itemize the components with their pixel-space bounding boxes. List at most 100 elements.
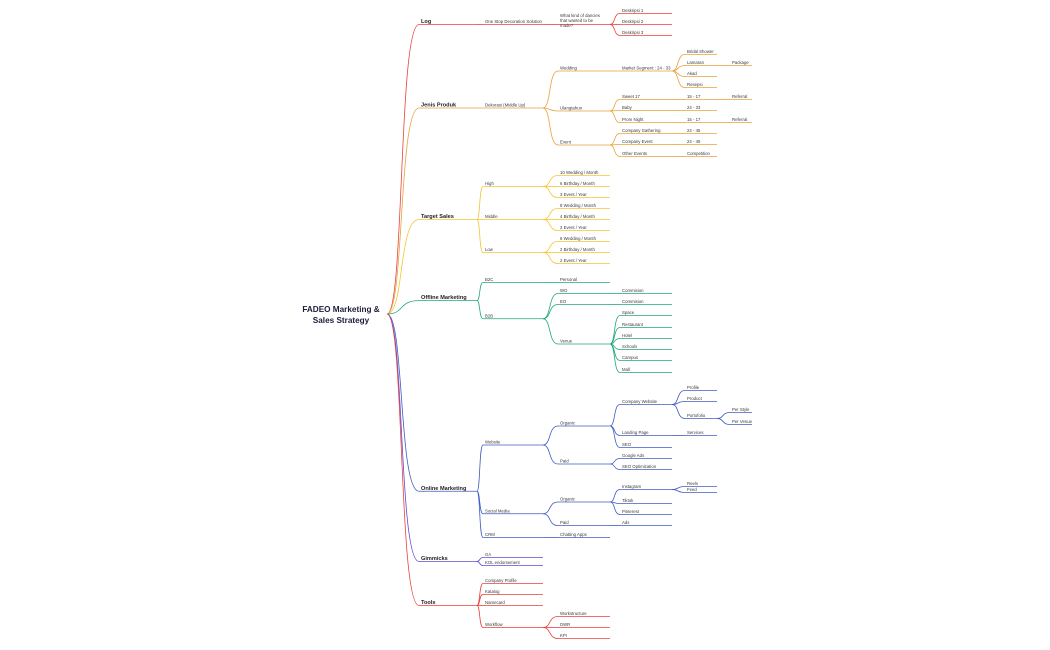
node-ulangtahun[interactable]: Ulangtahun — [560, 106, 583, 111]
node-3-event-year[interactable]: 3 Event / Year — [560, 192, 587, 197]
node-resepsi[interactable]: Resepsi — [687, 82, 703, 87]
node-katalog[interactable]: Katalog — [485, 589, 500, 594]
node-24-33[interactable]: 24 - 33 — [687, 105, 701, 110]
node-dekorasi-middle-up[interactable]: Dekorasi (Middle Up) — [485, 103, 526, 108]
node-instagram[interactable]: Instagram — [622, 484, 642, 489]
branch-log-label[interactable]: Log — [421, 19, 432, 25]
node-6-birthday-month[interactable]: 6 Birthday / Month — [560, 181, 595, 186]
node-schools[interactable]: Schools — [622, 344, 637, 349]
node-mall[interactable]: Mall — [622, 367, 630, 372]
node-competition[interactable]: Competition — [687, 151, 711, 156]
branch-jenis-produk-label[interactable]: Jenis Produk — [421, 103, 457, 109]
node-profile[interactable]: Profile — [687, 385, 700, 390]
node-2-event-year[interactable]: 2 Event / Year — [560, 258, 587, 263]
branch-online-marketing-label[interactable]: Online Marketing — [421, 486, 467, 492]
node-google-ads[interactable]: Google Ads — [622, 453, 644, 458]
node-what-kind-of-dancies-that-wanted-to-be-made-line-3[interactable]: made? — [560, 23, 574, 28]
node-product[interactable]: Product — [687, 396, 703, 401]
node-prom-night[interactable]: Prom Night — [622, 117, 644, 122]
node-commision[interactable]: Commision — [622, 299, 644, 304]
node-personal[interactable]: Personal — [560, 277, 577, 282]
node-company-gathering[interactable]: Company Gathering — [622, 128, 661, 133]
node-restaurant[interactable]: Restaurant — [622, 322, 644, 327]
node-landing-page[interactable]: Landing Page — [622, 430, 649, 435]
node-b2b[interactable]: B2B — [485, 313, 493, 318]
node-hotel[interactable]: Hotel — [622, 333, 632, 338]
node-seo-optimization[interactable]: SEO Optimization — [622, 464, 657, 469]
node-6-wedding-month[interactable]: 6 Wedding / Month — [560, 236, 597, 241]
node-deskripsi-1[interactable]: Deskripsi 1 — [622, 8, 644, 13]
node-4-birthday-month[interactable]: 4 Birthday / Month — [560, 214, 595, 219]
branch-offline-marketing-label[interactable]: Offline Marketing — [421, 295, 467, 301]
node-2-event-year[interactable]: 2 Event / Year — [560, 225, 587, 230]
node-services[interactable]: Services — [687, 430, 703, 435]
node-wo[interactable]: WO — [560, 288, 568, 293]
node-organic[interactable]: Organic — [560, 497, 576, 502]
node-15-17[interactable]: 15 - 17 — [687, 117, 701, 122]
node-organic[interactable]: Organic — [560, 421, 576, 426]
node-workflow[interactable]: Workflow — [485, 622, 503, 627]
node-high[interactable]: High — [485, 181, 494, 186]
node-chatting-apps[interactable]: Chatting Apps — [560, 532, 587, 537]
node-market-segment-24-33[interactable]: Market Segment : 24 - 33 — [622, 66, 671, 71]
node-24-45[interactable]: 24 - 45 — [687, 139, 701, 144]
branch-gimmicks-label[interactable]: Gimmicks — [421, 556, 448, 562]
node-referral[interactable]: Referral — [732, 94, 747, 99]
node-middle[interactable]: Middle — [485, 214, 498, 219]
node-campus[interactable]: Campus — [622, 355, 638, 360]
node-paid[interactable]: Paid — [560, 459, 569, 464]
node-package[interactable]: Package — [732, 60, 749, 65]
node-lamaran[interactable]: Lamaran — [687, 60, 705, 65]
node-deskripsi-2[interactable]: Deskripsi 2 — [622, 19, 644, 24]
node-ads[interactable]: Ads — [622, 520, 629, 525]
node-company-event[interactable]: Company Event — [622, 139, 653, 144]
root-title-line-1[interactable]: FADEO Marketing & — [302, 305, 379, 314]
node-8-wedding-month[interactable]: 8 Wedding / Month — [560, 203, 597, 208]
node-company-website[interactable]: Company Website — [622, 399, 658, 404]
node-commision[interactable]: Commision — [622, 288, 644, 293]
node-social-media[interactable]: Social Media — [485, 508, 510, 513]
node-paid[interactable]: Paid — [560, 520, 569, 525]
node-crm[interactable]: CRM — [485, 532, 495, 537]
node-eo[interactable]: EO — [560, 299, 567, 304]
node-kol-endorsement[interactable]: KOL endorsement — [485, 560, 521, 565]
node-namecard[interactable]: Namecard — [485, 600, 505, 605]
node-2-birthday-month[interactable]: 2 Birthday / Month — [560, 247, 595, 252]
node-baby[interactable]: Baby — [622, 105, 633, 110]
node-event[interactable]: Event — [560, 140, 572, 145]
node-what-kind-of-dancies-that-wanted-to-be-made-line-2[interactable]: that wanted to be — [560, 18, 594, 23]
node-pinterest[interactable]: Pinterest — [622, 509, 640, 514]
node-per-venue[interactable]: Per Venue — [732, 419, 753, 424]
node-low[interactable]: Low — [485, 247, 494, 252]
node-one-stop-decoration-solution[interactable]: One Stop Decoration Solution — [485, 19, 542, 24]
node-kpi[interactable]: KPI — [560, 633, 567, 638]
node-portofolio[interactable]: Portofolio — [687, 413, 706, 418]
node-what-kind-of-dancies-that-wanted-to-be-made-line-1[interactable]: What kind of dancies — [560, 13, 600, 18]
node-sweet-17[interactable]: Sweet 17 — [622, 94, 641, 99]
node-venue[interactable]: Venue — [560, 339, 573, 344]
node-tiktok[interactable]: Tiktok — [622, 498, 634, 503]
node-15-17[interactable]: 15 - 17 — [687, 94, 701, 99]
node-10-wedding-month[interactable]: 10 Wedding / Month — [560, 170, 599, 175]
node-wedding[interactable]: Wedding — [560, 66, 577, 71]
node-other-events[interactable]: Other Events — [622, 151, 647, 156]
node-company-profile[interactable]: Company Profile — [485, 578, 517, 583]
node-ga[interactable]: GA — [485, 552, 491, 557]
node-akad[interactable]: Akad — [687, 71, 697, 76]
node-referral[interactable]: Referral — [732, 117, 747, 122]
node-seo[interactable]: SEO — [622, 442, 632, 447]
node-website[interactable]: Website — [485, 440, 501, 445]
node-feed[interactable]: Feed — [687, 487, 697, 492]
node-space[interactable]: Space — [622, 310, 635, 315]
node-dwr[interactable]: DWR — [560, 622, 570, 627]
node-bridal-shower[interactable]: Bridal Shower — [687, 49, 714, 54]
branch-target-sales-label[interactable]: Target Sales — [421, 214, 454, 220]
branch-tools-label[interactable]: Tools — [421, 600, 436, 606]
node-24-45[interactable]: 24 - 45 — [687, 128, 701, 133]
node-per-style[interactable]: Per Style — [732, 407, 750, 412]
root-title-line-2[interactable]: Sales Strategy — [313, 316, 370, 325]
node-deskripsi-3[interactable]: Deskripsi 3 — [622, 30, 644, 35]
node-b2c[interactable]: B2C — [485, 277, 493, 282]
node-reels[interactable]: Reels — [687, 481, 698, 486]
node-workstructure[interactable]: Workstructure — [560, 611, 587, 616]
